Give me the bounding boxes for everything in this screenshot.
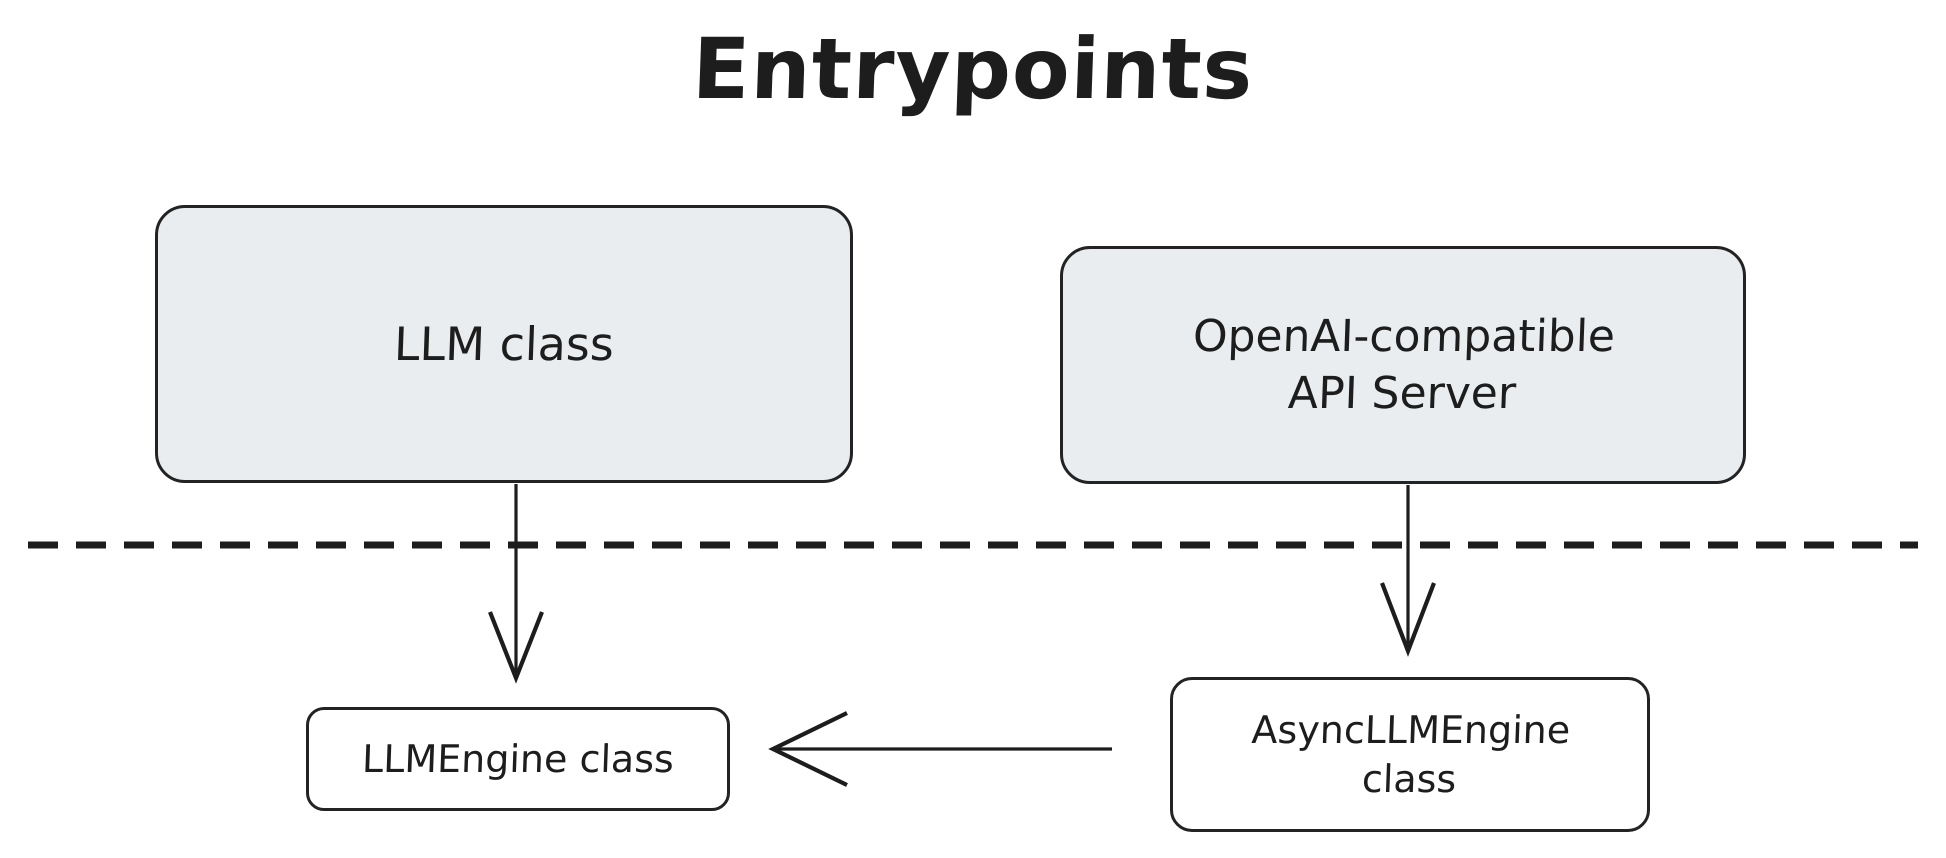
node-asyncllmengine-class[interactable]: AsyncLLMEngine class	[1170, 677, 1650, 832]
node-llmengine-class[interactable]: LLMEngine class	[306, 707, 730, 811]
edge-server-to-asyncllmengine-arrowhead	[1380, 582, 1436, 657]
edge-asyncllmengine-to-llmengine	[768, 711, 1112, 787]
node-llm-class-label: LLM class	[393, 317, 615, 371]
edge-server-to-asyncllmengine	[1380, 485, 1436, 657]
page-title: Entrypoints	[690, 20, 1256, 118]
node-llmengine-class-label: LLMEngine class	[361, 737, 675, 781]
edge-llm-to-llmengine	[488, 484, 544, 684]
node-openai-compatible-api-server-label: OpenAI-compatible API Server	[1192, 310, 1616, 419]
node-openai-compatible-api-server[interactable]: OpenAI-compatible API Server	[1060, 246, 1746, 484]
node-asyncllmengine-class-label: AsyncLLMEngine class	[1250, 707, 1571, 801]
node-llm-class[interactable]: LLM class	[155, 205, 853, 483]
edge-llm-to-llmengine-arrowhead	[488, 611, 544, 684]
edge-asyncllmengine-to-llmengine-arrowhead	[768, 711, 848, 787]
